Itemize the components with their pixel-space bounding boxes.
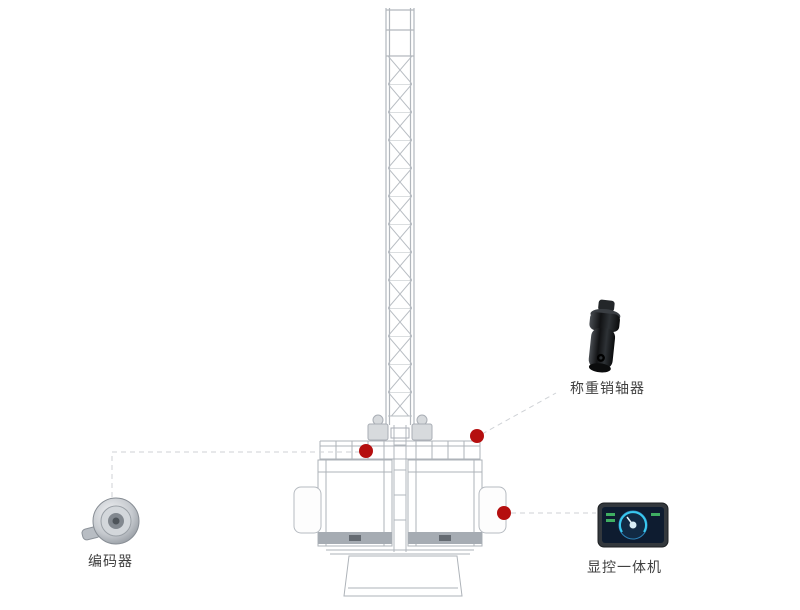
- cage-right: [407, 459, 483, 547]
- cage-left: [317, 459, 393, 547]
- encoder-photo: [80, 496, 144, 555]
- mast-lower: [393, 425, 407, 552]
- weighing-pin-photo: [577, 298, 629, 383]
- sensor-markers: [359, 429, 511, 520]
- display-controller-label: 显控一体机: [587, 559, 662, 575]
- connector-encoder: [111, 451, 360, 498]
- side-canopies: [293, 486, 507, 534]
- display-controller-photo: [597, 500, 669, 555]
- drive-units: [367, 414, 433, 441]
- weighing-pin-label: 称重销轴器: [570, 380, 645, 396]
- ground-enclosure: [326, 549, 474, 597]
- connector-lines: [111, 392, 596, 514]
- cage-top-railing: [319, 440, 481, 460]
- encoder-label: 编码器: [88, 553, 133, 569]
- marker-load-pin-point: [470, 429, 484, 443]
- connector-load-pin: [481, 392, 557, 435]
- marker-encoder-point: [359, 444, 373, 458]
- mast-lattice: [388, 56, 412, 416]
- marker-display-point: [497, 506, 511, 520]
